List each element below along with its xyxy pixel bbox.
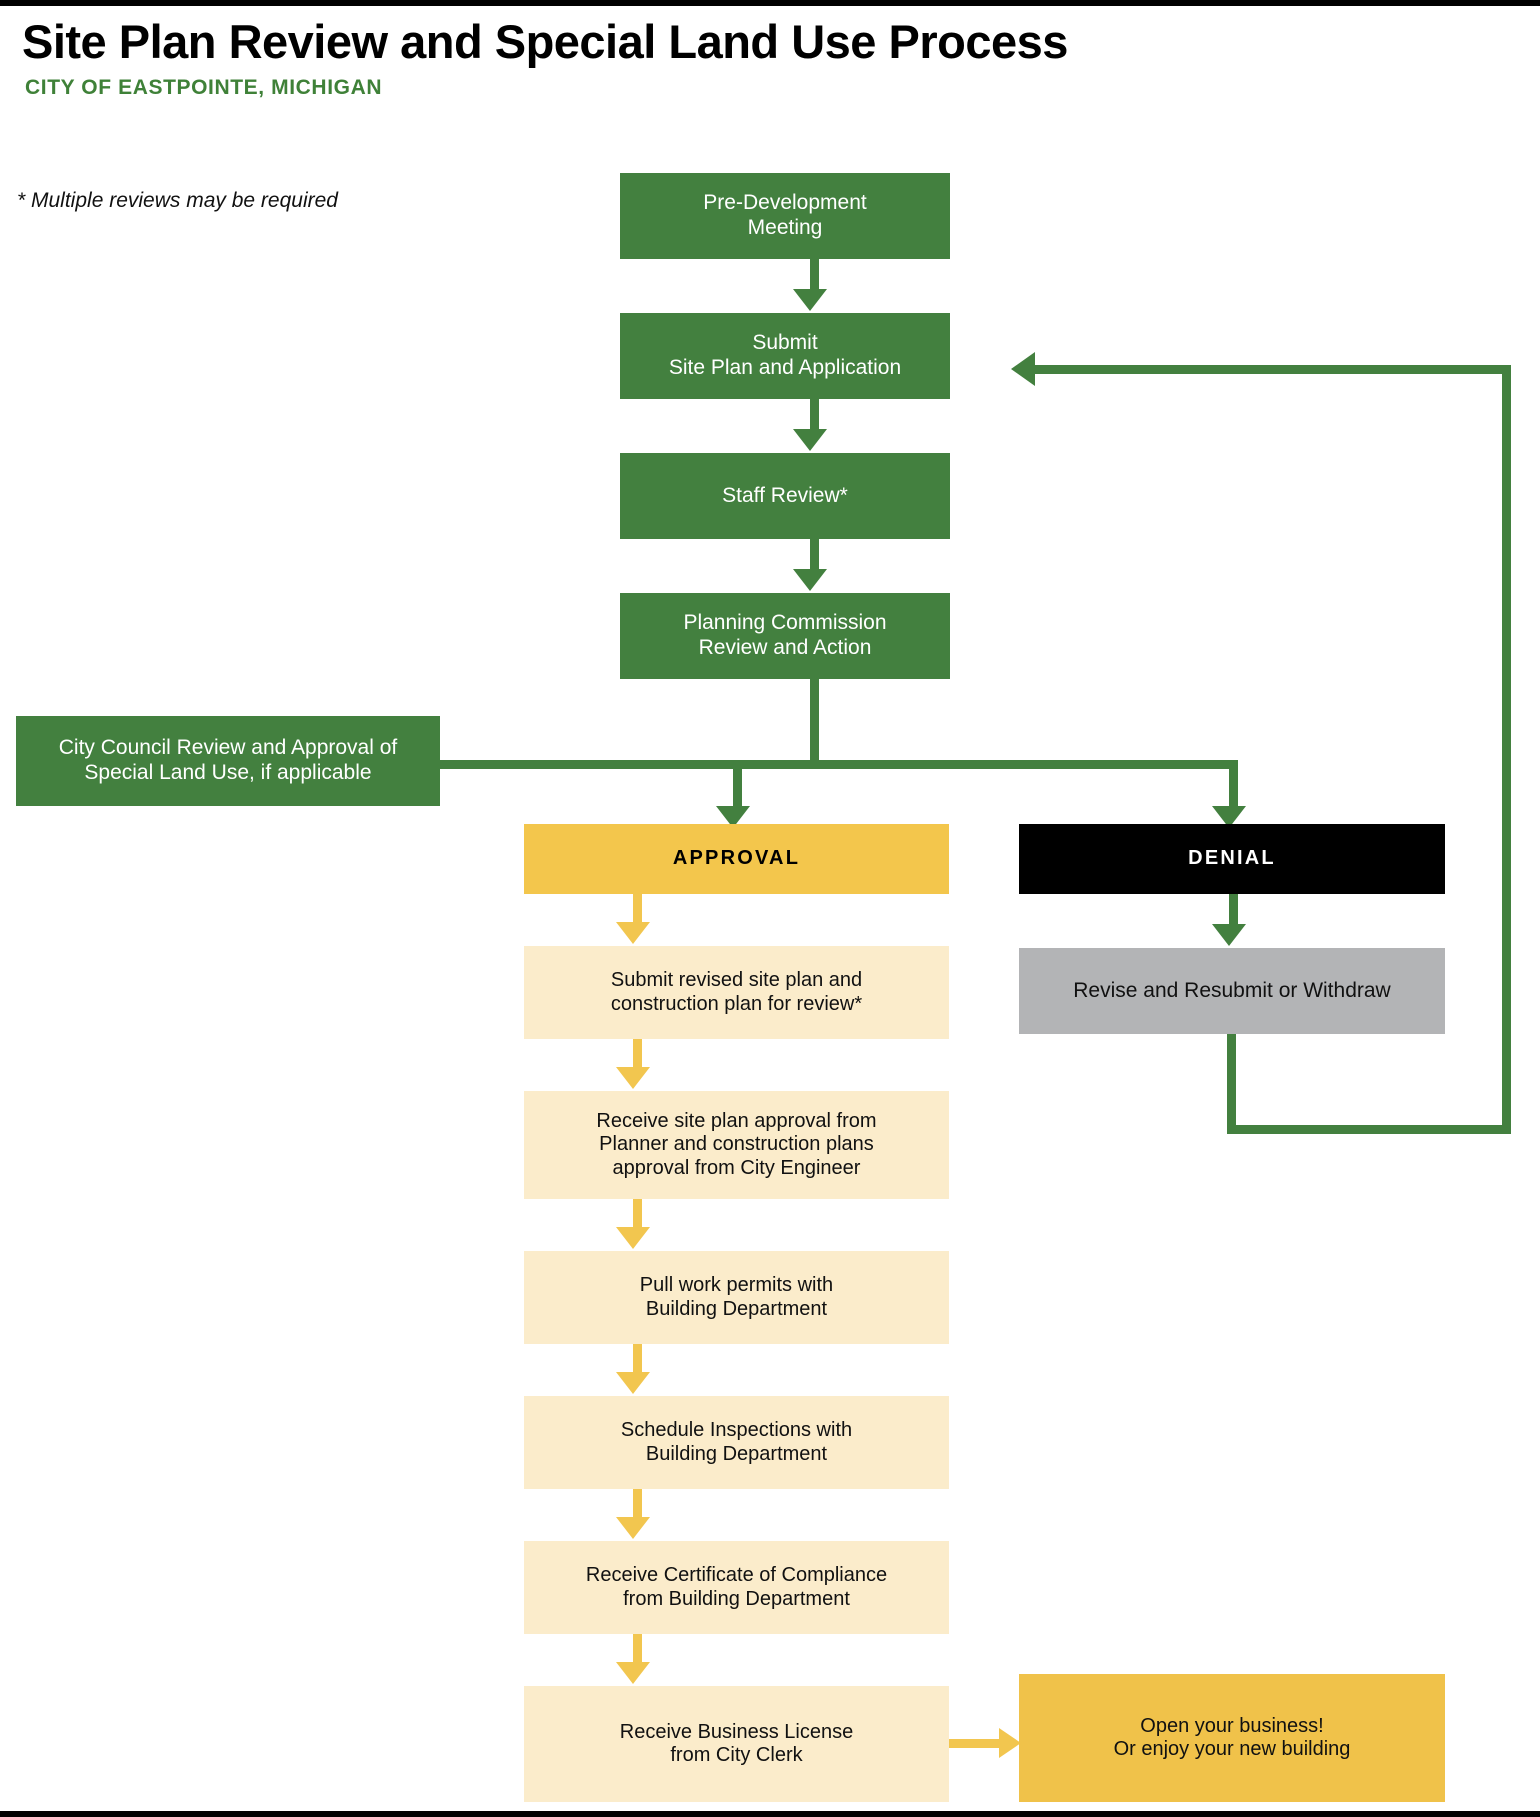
node-staff-review[interactable]: Staff Review* — [620, 453, 950, 539]
connector-step2-to-step3 — [633, 1199, 642, 1227]
connector-loop-down — [1227, 1034, 1236, 1134]
page-subtitle: CITY OF EASTPOINTE, MICHIGAN — [25, 76, 383, 99]
connector-denial-to-revise — [1229, 894, 1238, 924]
arrow-down-icon-step3-to-step4 — [616, 1372, 650, 1394]
node-label-line2: from City Clerk — [670, 1744, 803, 1766]
arrow-left-icon-loop-to-submit — [1011, 352, 1035, 386]
node-revise-and-resubmit[interactable]: Revise and Resubmit or Withdraw — [1019, 948, 1445, 1034]
node-label-line3: approval from City Engineer — [612, 1156, 861, 1179]
node-label-line1: Planning Commission — [683, 611, 887, 635]
arrow-down-icon-approval-to-step1 — [616, 922, 650, 944]
node-label-line2: Site Plan and Application — [668, 356, 902, 379]
connector-loop-top — [1035, 365, 1511, 374]
node-label-line1: Staff Review* — [722, 483, 848, 507]
revise-label: Revise and Resubmit or Withdraw — [1073, 978, 1391, 1002]
node-planning-commission[interactable]: Planning Commission Review and Action — [620, 593, 950, 679]
connector-line-predev-to-submit — [810, 259, 819, 289]
connector-line-staff-to-planning — [810, 539, 819, 569]
arrow-down-icon-step2-to-step3 — [616, 1227, 650, 1249]
node-label-line1: Submit — [752, 331, 818, 355]
node-approval[interactable]: APPROVAL — [524, 824, 949, 894]
arrow-down-icon-submit-to-staff — [793, 429, 827, 451]
node-label-line2: Building Department — [645, 1442, 828, 1465]
node-label-line1: Submit revised site plan and — [610, 969, 863, 992]
node-label-line1: Pull work permits with — [639, 1274, 834, 1297]
arrow-down-icon-to-denial — [1212, 806, 1246, 828]
node-label-line1: Open your business! — [1140, 1714, 1324, 1737]
arrow-down-icon-step4-to-step5 — [616, 1517, 650, 1539]
node-receive-certificate-of-compliance[interactable]: Receive Certificate of Compliance from B… — [524, 1541, 949, 1634]
node-submit-revised-plans[interactable]: Submit revised site plan and constructio… — [524, 946, 949, 1039]
connector-license-to-open-business — [949, 1739, 999, 1748]
node-label-line2: construction plan for review* — [610, 992, 863, 1015]
denial-label: DENIAL — [1188, 847, 1276, 870]
node-label-line2: Planner and construction plans — [599, 1133, 874, 1156]
node-city-council-review[interactable]: City Council Review and Approval of Spec… — [16, 716, 440, 806]
connector-drop-to-approval — [733, 760, 742, 812]
arrow-right-icon-to-open-business — [999, 1728, 1021, 1758]
connector-step5-to-step6 — [633, 1634, 642, 1662]
node-receive-plan-approvals[interactable]: Receive site plan approval from Planner … — [524, 1091, 949, 1199]
node-receive-business-license[interactable]: Receive Business License from City Clerk — [524, 1686, 949, 1802]
node-pull-work-permits[interactable]: Pull work permits with Building Departme… — [524, 1251, 949, 1344]
connector-step1-to-step2 — [633, 1039, 642, 1067]
connector-loop-right-up — [1502, 365, 1511, 1125]
node-pre-development-meeting[interactable]: Pre-Development Meeting — [620, 173, 950, 259]
arrow-down-icon-predev-to-submit — [793, 289, 827, 311]
approval-label: APPROVAL — [672, 847, 801, 870]
connector-stem-planning-to-bus — [810, 679, 819, 769]
connector-line-submit-to-staff — [810, 399, 819, 429]
node-schedule-inspections[interactable]: Schedule Inspections with Building Depar… — [524, 1396, 949, 1489]
page-title: Site Plan Review and Special Land Use Pr… — [22, 15, 1068, 68]
node-submit-site-plan[interactable]: Submit Site Plan and Application — [620, 313, 950, 399]
node-label-line1: Receive Business License — [619, 1720, 854, 1743]
connector-approval-to-step1 — [633, 894, 642, 922]
node-label-line2: from Building Department — [623, 1587, 850, 1610]
node-label-line1: Pre-Development — [703, 191, 867, 215]
node-label-line1: Schedule Inspections with — [620, 1419, 853, 1442]
node-label-line1: City Council Review and Approval of — [58, 736, 398, 760]
node-label-line1: Receive site plan approval from — [596, 1109, 877, 1132]
arrow-down-icon-denial-to-revise — [1212, 924, 1246, 946]
arrow-down-icon-to-approval — [716, 806, 750, 828]
node-open-your-business[interactable]: Open your business! Or enjoy your new bu… — [1019, 1674, 1445, 1802]
arrow-down-icon-staff-to-planning — [793, 569, 827, 591]
node-label-line2: Meeting — [747, 216, 823, 239]
node-denial[interactable]: DENIAL — [1019, 824, 1445, 894]
node-label-line1: Receive Certificate of Compliance — [585, 1564, 888, 1587]
connector-loop-bottom — [1227, 1125, 1511, 1134]
node-label-line2: Building Department — [645, 1297, 828, 1320]
connector-step3-to-step4 — [633, 1344, 642, 1372]
footnote-multiple-reviews: * Multiple reviews may be required — [17, 189, 338, 212]
node-label-line2: Review and Action — [698, 636, 872, 659]
arrow-down-icon-step1-to-step2 — [616, 1067, 650, 1089]
arrow-down-icon-step5-to-step6 — [616, 1662, 650, 1684]
node-label-line2: Or enjoy your new building — [1113, 1738, 1351, 1760]
node-label-line2: Special Land Use, if applicable — [84, 761, 372, 784]
connector-bus-horizontal — [436, 760, 1238, 769]
connector-drop-to-denial — [1229, 760, 1238, 812]
connector-step4-to-step5 — [633, 1489, 642, 1517]
